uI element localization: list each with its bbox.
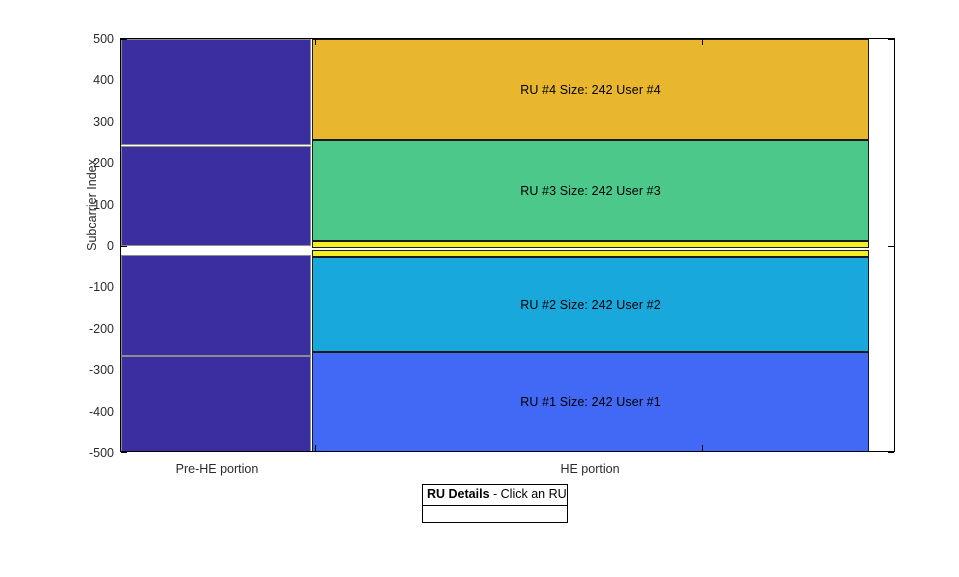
x-tick-label-pre-he: Pre-HE portion	[175, 462, 259, 476]
y-tick-label-500: 500	[93, 32, 114, 46]
y-tick-label-neg100: -100	[88, 280, 114, 295]
x-tick-mark	[702, 445, 703, 451]
ru-block-4-label: RU #4 Size: 242 User #4	[520, 82, 661, 97]
ru-details-body[interactable]	[423, 506, 567, 522]
y-tick-label-neg200: -200	[88, 321, 114, 336]
y-tick-label-100: 100	[93, 197, 114, 212]
pilot-band-upper[interactable]	[312, 241, 869, 248]
ru-details-header-hint: - Click an RU	[489, 487, 567, 501]
y-tick-label-neg400: -400	[88, 404, 114, 419]
ru-block-4[interactable]: RU #4 Size: 242 User #4	[312, 39, 869, 140]
y-tick-label-0: 0	[107, 239, 114, 253]
y-tick-mark	[121, 452, 127, 453]
y-tick-mark	[121, 39, 127, 40]
plot-axes[interactable]: RU #4 Size: 242 User #4 RU #3 Size: 242 …	[89, 32, 895, 460]
ru-details-panel[interactable]: RU Details - Click an RU	[422, 484, 568, 523]
y-tick-mark	[888, 452, 894, 453]
y-tick-mark	[121, 246, 127, 247]
y-tick-label-200: 200	[93, 156, 114, 171]
ru-details-header: RU Details - Click an RU	[423, 485, 567, 506]
x-tick-mark	[315, 445, 316, 451]
pre-he-segment[interactable]	[121, 146, 311, 246]
pre-he-segment[interactable]	[121, 356, 311, 451]
pre-he-segment[interactable]	[121, 39, 311, 145]
pre-he-segment[interactable]	[121, 255, 311, 356]
y-tick-label-400: 400	[93, 73, 114, 88]
ru-block-1-label: RU #1 Size: 242 User #1	[520, 395, 661, 409]
x-tick-label-he: HE portion	[560, 462, 620, 476]
ru-block-3[interactable]: RU #3 Size: 242 User #3	[312, 140, 869, 241]
y-tick-label-300: 300	[93, 114, 114, 129]
pilot-band-lower[interactable]	[312, 250, 869, 257]
y-tick-label-neg500: -500	[88, 446, 114, 460]
ru-block-2-label: RU #2 Size: 242 User #2	[520, 297, 661, 312]
plot-area[interactable]: RU #4 Size: 242 User #4 RU #3 Size: 242 …	[121, 39, 894, 451]
ru-block-2[interactable]: RU #2 Size: 242 User #2	[312, 257, 869, 352]
y-tick-label-neg300: -300	[88, 363, 114, 378]
y-tick-mark	[888, 39, 894, 40]
y-tick-mark	[888, 246, 894, 247]
x-tick-mark	[315, 39, 316, 45]
ru-block-1[interactable]: RU #1 Size: 242 User #1	[312, 352, 869, 451]
x-tick-mark	[702, 39, 703, 45]
ru-block-3-label: RU #3 Size: 242 User #3	[520, 183, 661, 198]
ru-details-header-bold: RU Details	[427, 487, 490, 501]
